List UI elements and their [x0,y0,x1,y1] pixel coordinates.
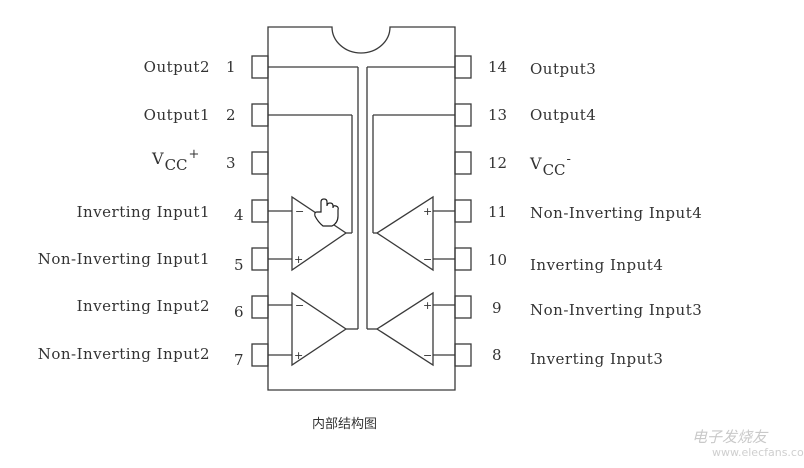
opamp-3 [375,291,434,367]
pin-number-3: 3 [226,154,236,172]
pin-number-12: 12 [488,154,508,172]
pin-number-1: 1 [226,58,236,76]
pin-label-vcc-minus: VCC- [530,152,571,179]
pin-pad-1 [251,55,269,79]
vcc-sub: CC [542,161,566,179]
vcc-sup: - [566,152,571,167]
pin-number-14: 14 [488,58,508,76]
opamp4-minus-sign: − [423,253,432,266]
pin-label-non-inverting-input2: Non-Inverting Input2 [37,345,210,363]
pin-label-inverting-input4: Inverting Input4 [530,256,664,274]
pin-number-11: 11 [488,203,508,221]
opamp1-plus-sign: + [294,253,303,266]
opamp-4 [375,195,434,272]
watermark-url: www.elecfans.com [712,446,804,459]
pin-label-inverting-input1: Inverting Input1 [76,203,210,221]
pin-label-non-inverting-input3: Non-Inverting Input3 [530,301,703,319]
pin-pad-3 [251,151,269,175]
opamp3-plus-sign: + [423,299,432,312]
pin-number-6: 6 [234,303,244,321]
opamp2-minus-sign: − [295,299,304,312]
pin-label-output4: Output4 [530,106,597,124]
pin-pad-9 [454,295,472,319]
pin-pad-13 [454,103,472,127]
pin-label-inverting-input2: Inverting Input2 [76,297,210,315]
pin-pad-12 [454,151,472,175]
pin-pad-14 [454,55,472,79]
chip-body [267,26,456,391]
pin-pad-10 [454,247,472,271]
pin-label-vcc-plus: VCC+ [152,147,200,174]
opamp3-minus-sign: − [423,349,432,362]
vcc-sub: CC [164,156,188,174]
pin-pad-5 [251,247,269,271]
pin-label-output2: Output2 [143,58,210,76]
pin-number-5: 5 [234,256,244,274]
pin-pad-4 [251,199,269,223]
pin-pad-6 [251,295,269,319]
pin-number-2: 2 [226,106,236,124]
opamp1-minus-sign: − [295,205,304,218]
pin-pad-11 [454,199,472,223]
watermark-logo-text: 电子发烧友 [692,428,768,446]
hand-cursor-icon [314,198,339,227]
opamp-2 [291,291,348,367]
vcc-sup: + [188,147,200,162]
pin-label-output1: Output1 [143,106,210,124]
pin-number-13: 13 [488,106,508,124]
pin-number-7: 7 [234,351,244,369]
pin-label-non-inverting-input4: Non-Inverting Input4 [530,204,703,222]
pin-pad-2 [251,103,269,127]
vcc-base: V [530,154,542,173]
pin-pad-8 [454,343,472,367]
pin-number-4: 4 [234,206,244,224]
pin-label-output3: Output3 [530,60,597,78]
diagram-caption: 内部结构图 [312,417,378,432]
pin-pad-7 [251,343,269,367]
pin-number-8: 8 [492,346,502,364]
opamp2-plus-sign: + [294,349,303,362]
pin-number-10: 10 [488,251,508,269]
vcc-base: V [152,149,164,168]
pin-number-9: 9 [492,299,502,317]
pin-label-inverting-input3: Inverting Input3 [530,350,664,368]
pin-label-non-inverting-input1: Non-Inverting Input1 [37,250,210,268]
opamp4-plus-sign: + [423,205,432,218]
